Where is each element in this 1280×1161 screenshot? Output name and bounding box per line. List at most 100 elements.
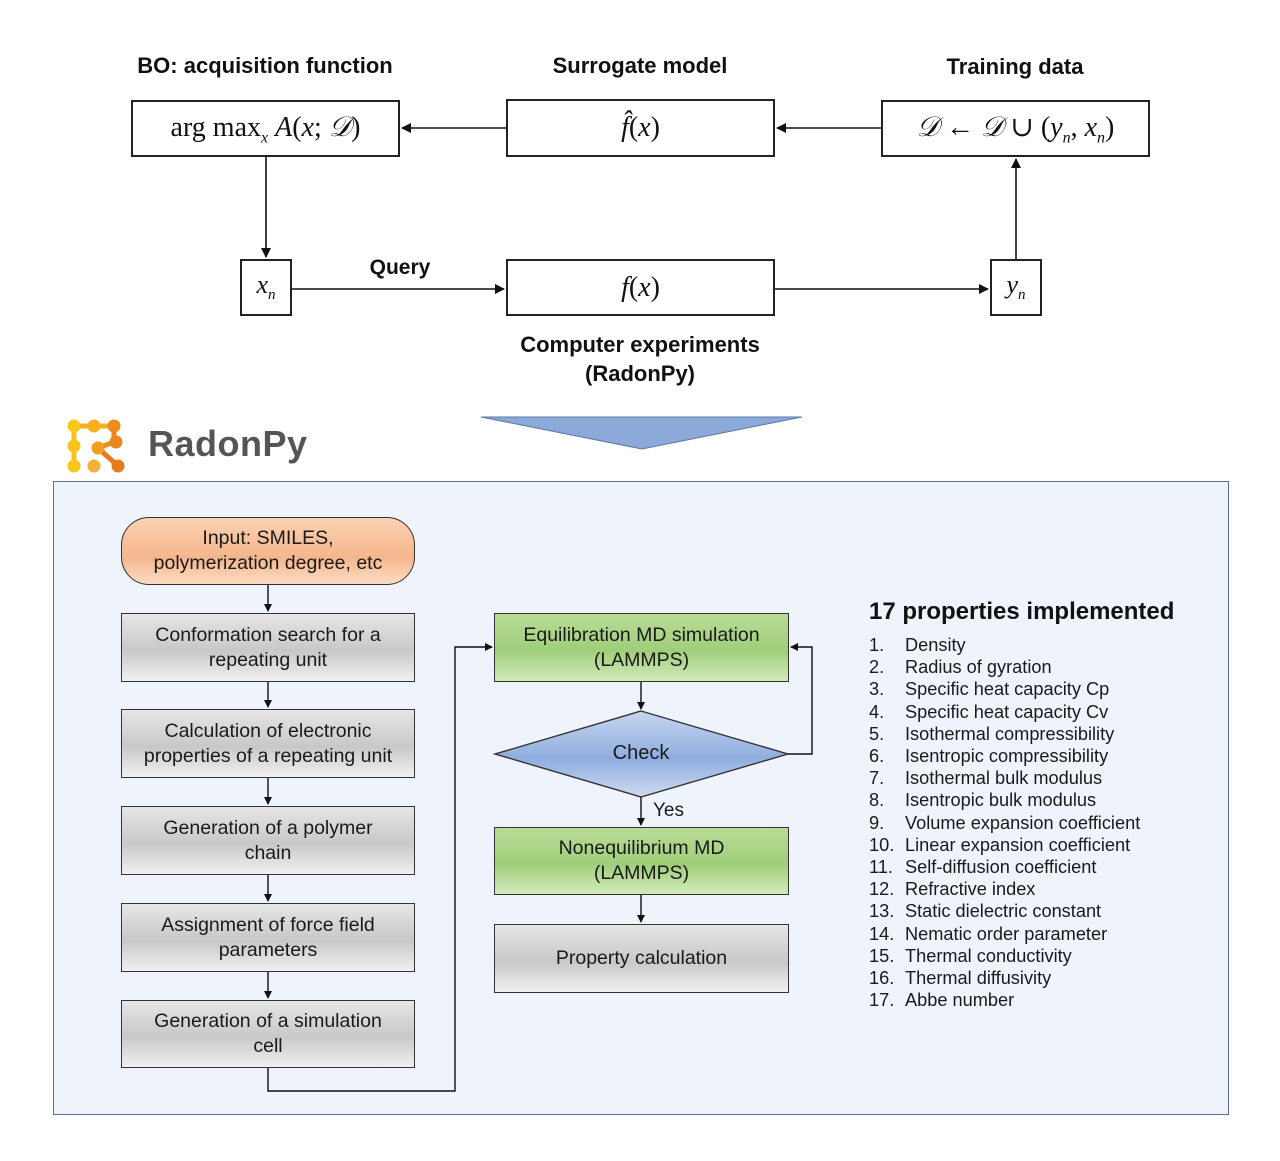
property-item: 7. Isothermal bulk modulus (869, 767, 1140, 789)
step-polymer-chain: Generation of a polymer chain (121, 806, 415, 875)
property-number: 12. (869, 879, 895, 900)
nonequilibrium-md-node: Nonequilibrium MD (LAMMPS) (494, 827, 789, 895)
experiment-formula: f(x) (621, 271, 660, 303)
node-line2: (LAMMPS) (593, 648, 690, 671)
step-conformation-search: Conformation search for a repeating unit (121, 613, 415, 682)
step-line1: Generation of a polymer (163, 816, 373, 839)
property-number: 1. (869, 635, 885, 655)
property-item: 14. Nematic order parameter (869, 923, 1140, 945)
step-line1: Calculation of electronic (164, 719, 372, 742)
property-calculation-node: Property calculation (494, 924, 789, 993)
property-item: 3.Specific heat capacity Cp (869, 678, 1140, 700)
property-item: 12. Refractive index (869, 878, 1140, 900)
property-label: Refractive index (905, 879, 1036, 900)
step-line1: Assignment of force field (161, 913, 375, 936)
property-item: 8. Isentropic bulk modulus (869, 789, 1140, 811)
step-simulation-cell: Generation of a simulation cell (121, 1000, 415, 1068)
observation-formula: yn (1006, 270, 1026, 304)
property-number: 16. (869, 968, 895, 989)
node-label: Property calculation (555, 947, 728, 969)
training-formula: 𝒟 ← 𝒟 ∪ (yn, xn) (916, 111, 1115, 147)
property-item: 9. Volume expansion coefficient (869, 812, 1140, 834)
observation-box: yn (990, 259, 1042, 316)
step-line2: parameters (218, 938, 318, 961)
property-label: Linear expansion coefficient (905, 834, 1131, 855)
input-line1: Input: SMILES, (202, 527, 334, 549)
query-label: Query (369, 256, 431, 279)
training-heading: Training data (946, 54, 1084, 79)
property-label: Isothermal bulk modulus (905, 768, 1103, 789)
property-label: Self-diffusion coefficient (905, 857, 1097, 878)
step-line2: chain (244, 841, 292, 864)
experiment-caption-line2: (RadonPy) (585, 361, 695, 386)
property-item: 10. Linear expansion coefficient (869, 834, 1140, 856)
property-item: 16. Thermal diffusivity (869, 967, 1140, 989)
property-item: 15. Thermal conductivity (869, 945, 1140, 967)
surrogate-heading: Surrogate model (552, 53, 728, 78)
property-label: Density (905, 635, 966, 655)
property-item: 5. Isothermal compressibility (869, 723, 1140, 745)
equilibration-md-node: Equilibration MD simulation (LAMMPS) (494, 613, 789, 682)
property-item: 11. Self-diffusion coefficient (869, 856, 1140, 878)
query-point-formula: xn (256, 270, 276, 304)
property-item: 1. Density (869, 634, 1140, 656)
experiment-box: f(x) (506, 259, 775, 316)
surrogate-formula: f̂(x) (621, 112, 660, 143)
property-number: 4. (869, 701, 885, 722)
property-number: 3. (869, 679, 885, 700)
property-label: Volume expansion coefficient (905, 812, 1141, 833)
property-label: Thermal diffusivity (905, 968, 1052, 989)
radonpy-logo (66, 418, 126, 474)
property-item: 4. Specific heat capacity Cv (869, 701, 1140, 723)
step-force-field: Assignment of force field parameters (121, 903, 415, 972)
acquisition-formula: arg maxx A(x; 𝒟) (170, 109, 361, 147)
training-data-box: 𝒟 ← 𝒟 ∪ (yn, xn) (881, 100, 1150, 157)
property-label: Isentropic compressibility (905, 746, 1109, 767)
query-point-box: xn (240, 259, 292, 316)
property-number: 9. (869, 812, 885, 833)
property-number: 14. (869, 923, 895, 944)
radonpy-dots-logo-icon (67, 419, 125, 473)
step-line2: properties of a repeating unit (143, 744, 393, 767)
property-label: Specific heat capacity Cv (905, 701, 1109, 722)
property-number: 11. (869, 857, 893, 878)
check-label: Check (612, 742, 670, 764)
node-line1: Nonequilibrium MD (558, 837, 725, 859)
property-number: 13. (869, 901, 895, 922)
input-line2: polymerization degree, etc (153, 552, 383, 574)
property-label: Nematic order parameter (905, 923, 1108, 944)
property-number: 8. (869, 790, 885, 811)
step-line2: repeating unit (208, 648, 328, 671)
experiment-caption-line1: Computer experiments (520, 332, 760, 357)
property-number: 2. (869, 657, 885, 678)
property-number: 5. (869, 723, 885, 744)
property-item: 2. Radius of gyration (869, 656, 1140, 678)
radonpy-logo-text: RadonPy (148, 423, 308, 464)
property-item: 13. Static dielectric constant (869, 900, 1140, 922)
property-number: 10. (869, 834, 895, 855)
input-node: Input: SMILES, polymerization degree, et… (121, 517, 415, 585)
step-electronic-properties: Calculation of electronic properties of … (121, 709, 415, 778)
acquisition-function-box: arg maxx A(x; 𝒟) (131, 100, 400, 157)
property-number: 15. (869, 945, 895, 966)
node-line1: Equilibration MD simulation (523, 623, 760, 646)
step-line1: Generation of a simulation (154, 1010, 382, 1032)
property-item: 17.Abbe number (869, 989, 1140, 1011)
property-label: Abbe number (905, 990, 1015, 1011)
yes-label: Yes (653, 800, 684, 821)
property-label: Isothermal compressibility (905, 723, 1115, 744)
node-line2: (LAMMPS) (593, 862, 690, 884)
properties-title: 17 properties implemented (869, 598, 1175, 625)
surrogate-model-box: f̂(x) (506, 99, 775, 157)
down-chevron-icon (480, 416, 803, 450)
property-number: 6. (869, 746, 885, 767)
property-item: 6. Isentropic compressibility (869, 745, 1140, 767)
step-line2: cell (253, 1035, 283, 1057)
property-label: Isentropic bulk modulus (905, 790, 1097, 811)
property-number: 7. (869, 768, 885, 789)
step-line1: Conformation search for a (155, 623, 381, 646)
property-label: Static dielectric constant (905, 901, 1102, 922)
property-label: Radius of gyration (905, 657, 1052, 678)
property-label: Thermal conductivity (905, 945, 1072, 966)
